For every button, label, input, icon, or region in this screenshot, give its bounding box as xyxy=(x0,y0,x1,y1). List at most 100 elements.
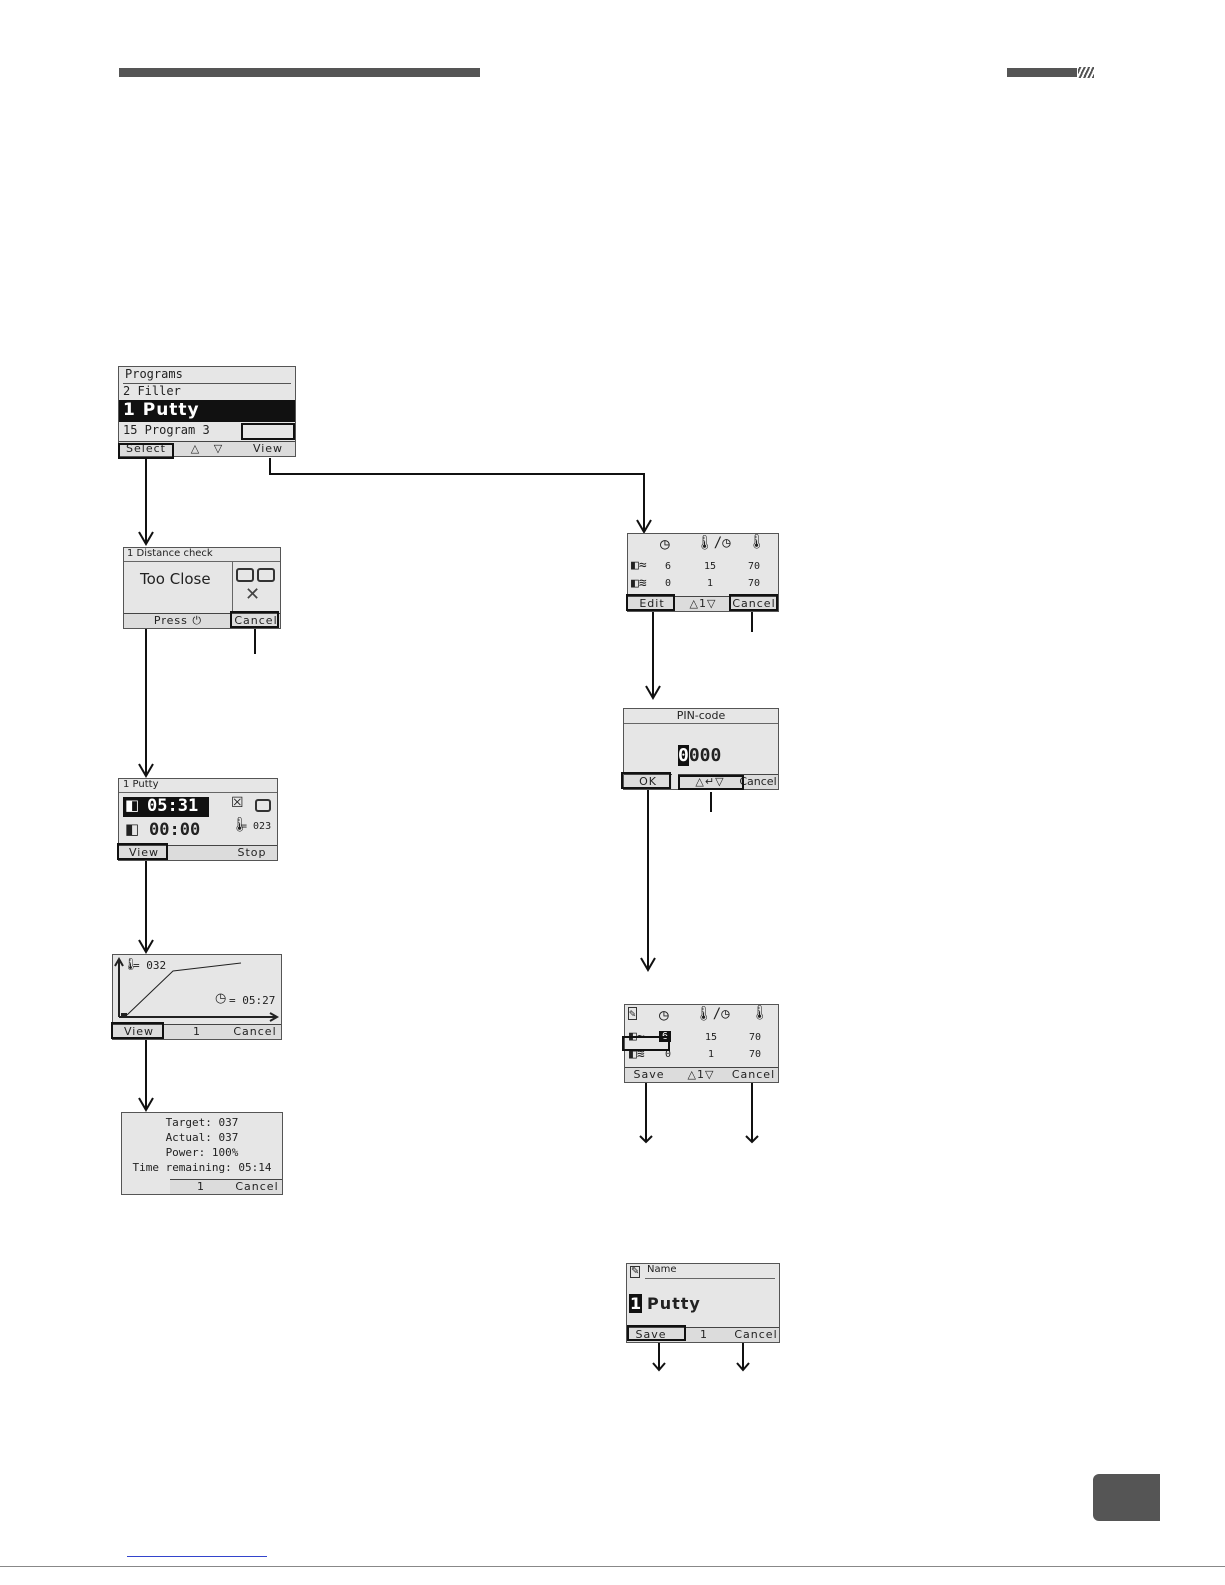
clock-icon: ◷ xyxy=(659,1005,669,1024)
status-lines: Target: 037 Actual: 037 Power: 100% Time… xyxy=(122,1115,282,1175)
status-power: Power: 100% xyxy=(165,1146,239,1159)
name-screen: ✎ Name 1 Putty Save 1 Cancel xyxy=(626,1263,780,1343)
cancel-highlight-box xyxy=(729,594,778,611)
pin-title: PIN-code xyxy=(676,709,726,722)
softkey-cancel[interactable]: Cancel xyxy=(229,1024,281,1039)
pin-digit-rest[interactable]: 000 xyxy=(688,745,722,766)
edit-cell[interactable]: 70 xyxy=(749,1049,762,1060)
view-cell: 6 xyxy=(665,561,672,572)
pin-digits[interactable]: 0000 xyxy=(678,745,721,766)
running-title-rule xyxy=(119,792,277,793)
softkey-cancel[interactable]: Cancel xyxy=(729,1067,778,1082)
distance-sensor-icon: ✕ xyxy=(245,584,261,605)
save-highlight-box xyxy=(627,1325,686,1341)
heater-top-icon: ◧≈ xyxy=(631,558,647,573)
softkey-empty xyxy=(169,845,227,860)
page-number-tab xyxy=(1093,1474,1160,1521)
header-stripes-icon xyxy=(1078,67,1094,78)
edit-screen: ✎ ◷ 🌡︎/◷ 🌡︎ ◧~ ◧≋ 6 15 70 0 1 70 Save △1… xyxy=(624,1004,779,1083)
graph-temp: = 032 xyxy=(133,959,167,972)
pin-title-rule xyxy=(624,723,778,724)
softkey-cancel[interactable]: Cancel xyxy=(738,774,778,789)
softkey-edit[interactable]: Edit xyxy=(628,596,676,611)
softkey-page[interactable]: 1 xyxy=(170,1179,232,1194)
softkey-view[interactable]: View xyxy=(119,845,169,860)
ramp-icon: 🌡︎/◷ xyxy=(695,1006,730,1022)
name-text[interactable]: Putty xyxy=(647,1294,701,1313)
softkey-save[interactable]: Save xyxy=(627,1327,675,1342)
program-item-putty[interactable]: 1 Putty xyxy=(123,400,200,420)
thermometer-icon: 🌡︎ xyxy=(231,817,249,833)
view-cell: 70 xyxy=(748,561,761,572)
clock-icon: ◷ xyxy=(215,991,227,1006)
time-bottom: 00:00 xyxy=(149,820,201,840)
thermometer-icon: 🌡︎ xyxy=(751,1005,769,1021)
down-arrow-icon: ▽ xyxy=(213,442,224,455)
softkey-cancel[interactable]: Cancel xyxy=(730,596,778,611)
down-arrow-icon: ▽ xyxy=(705,1068,715,1081)
name-title-rule xyxy=(645,1278,775,1279)
graph-time: = 05:27 xyxy=(229,994,276,1007)
softkey-stop[interactable]: Stop xyxy=(227,845,277,860)
softkey-cancel[interactable]: Cancel xyxy=(232,613,280,628)
edit-cell[interactable]: 70 xyxy=(749,1032,762,1043)
edit-cell[interactable]: 1 xyxy=(708,1049,715,1060)
softkey-arrows[interactable]: △1▽ xyxy=(673,1067,729,1082)
name-first-char[interactable]: 1 xyxy=(629,1294,643,1313)
softkey-cancel[interactable]: Cancel xyxy=(232,1179,282,1194)
softkey-press[interactable]: Press ⏻ xyxy=(124,613,232,628)
temp-graph xyxy=(114,956,280,1022)
softkey-arrows[interactable]: △ ▽ xyxy=(173,441,241,456)
program-item-filler[interactable]: 2 Filler xyxy=(123,384,181,398)
softkey-view[interactable]: View xyxy=(241,441,295,456)
distance-message: Too Close xyxy=(140,570,211,588)
softkey-page[interactable]: 1 xyxy=(675,1327,733,1342)
distance-divider xyxy=(232,562,233,614)
graph-screen: 🌡︎ = 032 ◷ = 05:27 View 1 Cancel xyxy=(112,954,282,1040)
selected-cell-highlight-box xyxy=(622,1036,670,1051)
running-screen: 1 Putty ◧ 05:31 ◧ 00:00 ☒ 🌡︎ = 023 View … xyxy=(118,778,278,861)
view-highlight-box xyxy=(241,423,295,440)
pin-screen: PIN-code 0000 OK △↵▽ Cancel xyxy=(623,708,779,790)
edit-cell[interactable]: 15 xyxy=(705,1032,718,1043)
select-highlight-box xyxy=(118,443,174,459)
view-cell: 1 xyxy=(707,578,714,589)
program-item-program3[interactable]: 15 Program 3 xyxy=(123,423,210,437)
program-item-putty-highlight[interactable] xyxy=(119,400,295,422)
heater-top-icon: ◧ xyxy=(125,796,140,814)
programs-screen: Programs 2 Filler 1 Putty 15 Program 3 S… xyxy=(118,366,296,457)
footer-rule xyxy=(0,1566,1225,1567)
clock-icon: ◷ xyxy=(660,534,670,553)
softkey-arrows[interactable]: △1▽ xyxy=(676,596,730,611)
time-top-highlight xyxy=(123,797,209,817)
thermometer-icon: 🌡︎ xyxy=(123,957,139,971)
thermometer-icon: 🌡︎ xyxy=(748,534,766,550)
softkey-view[interactable]: View xyxy=(113,1024,165,1039)
ramp-icon: 🌡︎/◷ xyxy=(696,535,731,551)
footer-link-line xyxy=(127,1556,267,1557)
softkey-page[interactable]: 1 xyxy=(165,1024,229,1039)
heater-bottom-icon: ◧≋ xyxy=(631,576,647,591)
up-arrow-icon: △ xyxy=(687,1068,697,1081)
distance-title-rule xyxy=(124,561,280,562)
programs-title: Programs xyxy=(125,367,183,381)
status-target: Target: 037 xyxy=(165,1116,239,1129)
edit-pencil-icon: ✎ xyxy=(630,1266,641,1278)
sensor-off-icon: ☒ xyxy=(231,795,244,811)
status-screen: Target: 037 Actual: 037 Power: 100% Time… xyxy=(121,1112,283,1195)
view-highlight-box xyxy=(111,1022,164,1039)
edit-cell[interactable]: 0 xyxy=(665,1049,672,1060)
softkey-cancel[interactable]: Cancel xyxy=(733,1327,779,1342)
softkey-arrows[interactable]: △↵▽ xyxy=(678,774,742,789)
down-arrow-icon: ▽ xyxy=(707,597,717,610)
softkey-save[interactable]: Save xyxy=(625,1067,673,1082)
view-highlight-box xyxy=(117,843,168,860)
pin-digit-selected[interactable]: 0 xyxy=(678,745,689,766)
running-title: 1 Putty xyxy=(123,779,159,790)
edit-pencil-icon: ✎ xyxy=(628,1007,637,1020)
header-bar-right xyxy=(1007,68,1077,77)
heater-bottom-icon: ◧ xyxy=(125,820,140,838)
softkey-ok[interactable]: OK xyxy=(624,774,672,789)
view-cell: 15 xyxy=(704,561,717,572)
